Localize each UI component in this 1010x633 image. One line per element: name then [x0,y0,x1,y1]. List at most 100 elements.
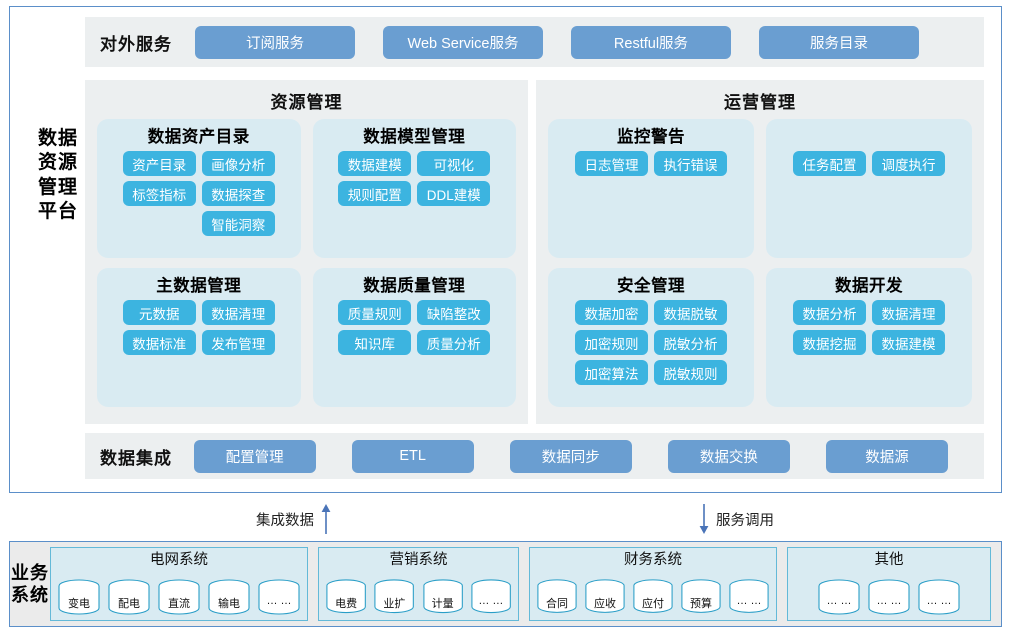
chip-list: 元数据 数据清理 数据标准 发布管理 [107,300,291,355]
cylinder-list: 变电 配电 直流 输电 [57,572,301,620]
group-data-quality-management: 数据质量管理 质量规则 缺陷整改 知识库 质量分析 [312,268,516,407]
chip-data-desensitization[interactable]: 数据脱敏 [654,300,727,325]
business-group-title: 其他 [874,552,904,568]
chip-schedule-execution[interactable]: 调度执行 [872,151,945,176]
chip-data-exploration[interactable]: 数据探查 [201,181,275,206]
integration-button-etl[interactable]: ETL [351,439,474,473]
group-title: 数据质量管理 [363,277,466,295]
database-cylinder-icon-more[interactable]: … … [728,578,770,616]
cylinder-label: 业扩 [383,598,406,610]
cylinder-label: 应付 [642,598,664,610]
platform-label-line-2: 资源 [37,152,78,174]
external-service-button-restful[interactable]: Restful服务 [571,25,731,59]
database-cylinder-icon[interactable]: 电费 [325,578,367,616]
cylinder-label: 配电 [118,598,140,610]
chip-publish-management[interactable]: 发布管理 [201,330,275,355]
cylinder-label: 变电 [68,598,90,610]
chip-list: 资产目录 画像分析 标签指标 数据探查 智能洞察 [107,151,291,236]
database-cylinder-icon[interactable]: 输电 [207,578,251,616]
chip-visualization[interactable]: 可视化 [417,151,491,176]
data-integration-row: 数据集成 配置管理 ETL 数据同步 数据交换 数据源 [85,433,984,479]
resource-management-row-1: 数据资产目录 资产目录 画像分析 标签指标 数据探查 智能洞察 数据模型管理 数… [85,113,528,258]
chip-data-mining[interactable]: 数据挖掘 [793,330,866,355]
database-cylinder-icon-more[interactable]: … … [470,578,512,616]
chip-list: 质量规则 缺陷整改 知识库 质量分析 [323,300,507,355]
database-cylinder-icon-more[interactable]: … … [257,578,301,616]
group-title: 主数据管理 [156,277,242,295]
business-systems-label: 业务 系统 [10,562,50,607]
chip-data-cleaning[interactable]: 数据清理 [201,300,275,325]
data-integration-title: 数据集成 [100,448,172,468]
platform-label-line-3: 管理 [37,176,78,198]
database-cylinder-icon-more[interactable]: … … [817,578,861,616]
chip-defect-rectification[interactable]: 缺陷整改 [417,300,491,325]
chip-asset-catalog[interactable]: 资产目录 [122,151,196,176]
database-cylinder-icon[interactable]: 变电 [57,578,101,616]
database-cylinder-icon[interactable]: 配电 [107,578,151,616]
chip-quality-analysis[interactable]: 质量分析 [417,330,491,355]
chip-execution-error[interactable]: 执行错误 [654,151,727,176]
chip-portrait-analysis[interactable]: 画像分析 [201,151,275,176]
external-service-button-catalog[interactable]: 服务目录 [759,25,919,59]
resource-management-row-2: 主数据管理 元数据 数据清理 数据标准 发布管理 数据质量管理 质量规则 缺陷整… [85,258,528,407]
cylinder-label: … … [826,595,852,607]
external-service-button-subscription[interactable]: 订阅服务 [195,25,355,59]
cylinder-label: 直流 [168,598,190,610]
database-cylinder-icon-more[interactable]: … … [867,578,911,616]
chip-encryption-rule[interactable]: 加密规则 [575,330,648,355]
database-cylinder-icon[interactable]: 业扩 [373,578,415,616]
chip-data-modeling[interactable]: 数据建模 [338,151,412,176]
group-data-model-management: 数据模型管理 数据建模 可视化 规则配置 DDL建模 [312,119,516,258]
cylinder-label: … … [876,595,902,607]
operation-management-row-1: 监控警告 日志管理 执行错误 任务配置 调度执行 [536,113,984,258]
database-cylinder-icon[interactable]: 计量 [422,578,464,616]
chip-log-management[interactable]: 日志管理 [575,151,648,176]
chip-metadata[interactable]: 元数据 [122,300,196,325]
chip-intelligent-insight[interactable]: 智能洞察 [201,211,275,236]
database-cylinder-icon[interactable]: 预算 [680,578,722,616]
chip-data-cleaning-dev[interactable]: 数据清理 [872,300,945,325]
chip-knowledge-base[interactable]: 知识库 [338,330,412,355]
chip-rule-config[interactable]: 规则配置 [338,181,412,206]
database-cylinder-icon[interactable]: 应收 [584,578,626,616]
chip-quality-rule[interactable]: 质量规则 [338,300,412,325]
flow-service-call-label: 服务调用 [716,512,774,529]
cylinder-label: … … [926,595,952,607]
business-group-title: 财务系统 [624,552,682,568]
chip-desensitization-rule[interactable]: 脱敏规则 [654,360,727,385]
chip-task-config[interactable]: 任务配置 [793,151,866,176]
integration-button-data-sync[interactable]: 数据同步 [509,439,632,473]
database-cylinder-icon[interactable]: 应付 [632,578,674,616]
group-monitoring-alert: 监控警告 日志管理 执行错误 [548,119,754,258]
cylinder-label: … … [266,595,292,607]
database-cylinder-icon[interactable]: 直流 [157,578,201,616]
chip-ddl-modeling[interactable]: DDL建模 [417,181,491,206]
cylinder-label: 预算 [690,598,712,610]
cylinder-list: 电费 业扩 计量 … … [325,572,512,620]
group-title: 数据模型管理 [363,128,466,146]
business-group-title: 电网系统 [150,552,208,568]
chip-desensitization-analysis[interactable]: 脱敏分析 [654,330,727,355]
database-cylinder-icon-more[interactable]: … … [917,578,961,616]
cylinder-label: … … [736,595,762,607]
cylinder-label: 计量 [431,598,454,610]
chip-data-modeling-dev[interactable]: 数据建模 [872,330,945,355]
database-cylinder-icon[interactable]: 合同 [536,578,578,616]
business-group-finance-system: 财务系统 合同 应收 应付 [529,547,777,621]
business-group-other: 其他 … … … … … … [787,547,991,621]
chip-data-analysis[interactable]: 数据分析 [793,300,866,325]
chip-encryption-algorithm[interactable]: 加密算法 [575,360,648,385]
external-service-button-webservice[interactable]: Web Service服务 [383,25,543,59]
external-services-title: 对外服务 [100,34,172,54]
integration-button-config[interactable]: 配置管理 [193,439,316,473]
business-systems-groups: 电网系统 变电 配电 直流 [50,547,1001,621]
operation-management-panel: 运营管理 监控警告 日志管理 执行错误 任务配置 调度执行 安全管理 [536,80,984,424]
chip-tag-indicator[interactable]: 标签指标 [122,181,196,206]
chip-data-encryption[interactable]: 数据加密 [575,300,648,325]
chip-data-standard[interactable]: 数据标准 [122,330,196,355]
integration-button-data-source[interactable]: 数据源 [825,439,948,473]
cylinder-list: … … … … … … [794,572,984,620]
integration-button-data-exchange[interactable]: 数据交换 [667,439,790,473]
chip-list: 数据分析 数据清理 数据挖掘 数据建模 [776,300,962,355]
